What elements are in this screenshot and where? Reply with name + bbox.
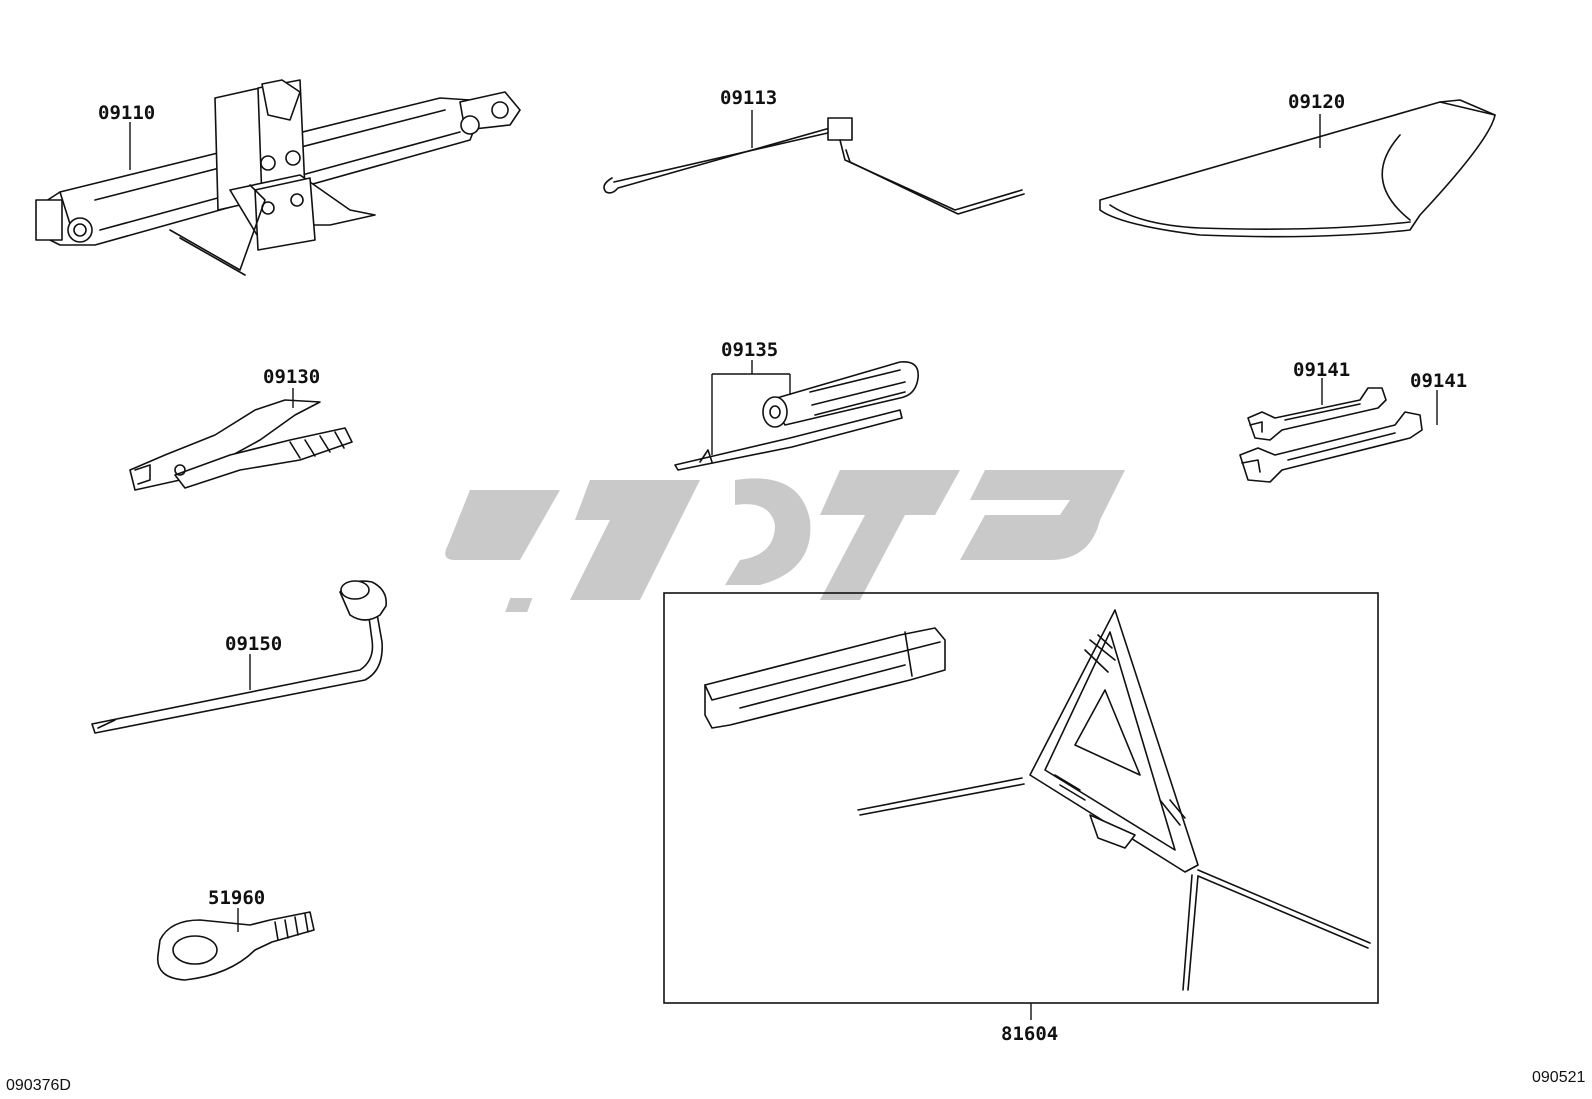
- label-pliers: 09130: [263, 366, 320, 388]
- wrench-a-drawing: [1247, 387, 1387, 441]
- towing-eye-drawing: [156, 911, 315, 981]
- drawing-code-right: 090521: [1532, 1069, 1585, 1086]
- warning-triangle-drawing: [857, 609, 1371, 991]
- label-tool-bag: 09120: [1288, 91, 1345, 113]
- triangle-case-drawing: [704, 627, 946, 729]
- wheel-nut-wrench-drawing: [91, 580, 388, 734]
- watermark-logo: [445, 470, 1125, 612]
- jack-handle-drawing: [603, 117, 1025, 215]
- label-wrench-b: 09141: [1410, 370, 1467, 392]
- jack-drawing: [35, 79, 521, 276]
- leader-09135: [711, 360, 791, 455]
- label-wrench-a: 09141: [1293, 359, 1350, 381]
- drawing-code-left: 090376D: [6, 1077, 71, 1094]
- wrench-b-drawing: [1239, 411, 1423, 483]
- label-screwdriver: 09135: [721, 339, 778, 361]
- label-jack-handle: 09113: [720, 87, 777, 109]
- pliers-drawing: [129, 399, 353, 491]
- label-warning-triangle-kit: 81604: [1001, 1023, 1058, 1045]
- warning-triangle-kit-box: [663, 592, 1379, 1004]
- screwdriver-drawing: [674, 361, 919, 471]
- label-jack: 09110: [98, 102, 155, 124]
- leader-lines: [129, 110, 1438, 1020]
- tool-bag-drawing: [1099, 99, 1496, 238]
- label-towing-eye: 51960: [208, 887, 265, 909]
- label-wheel-nut-wrench: 09150: [225, 633, 282, 655]
